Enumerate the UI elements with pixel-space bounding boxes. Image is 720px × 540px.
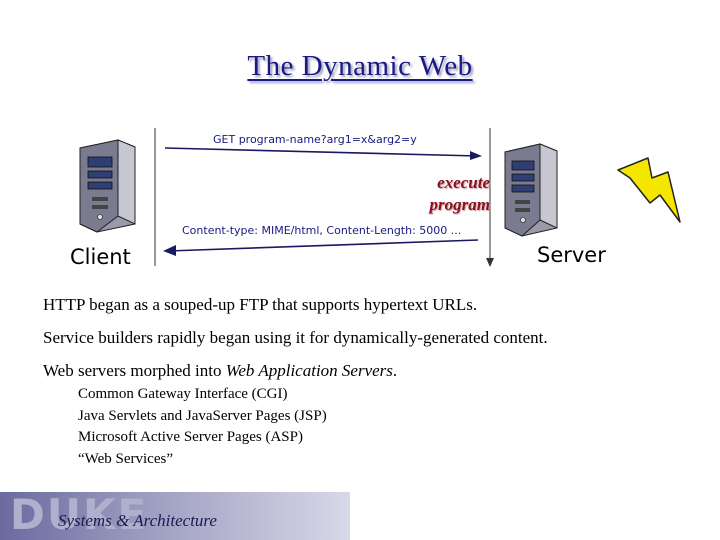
bullet-item: Web servers morphed into Web Application… bbox=[43, 360, 548, 382]
client-computer-icon bbox=[79, 139, 136, 233]
bullet-list: HTTP began as a souped-up FTP that suppo… bbox=[43, 294, 548, 393]
slide-title: The Dynamic Web bbox=[247, 50, 473, 82]
execute-program-label: execute program bbox=[412, 172, 490, 216]
sub-bullet-list: Common Gateway Interface (CGI) Java Serv… bbox=[78, 384, 327, 470]
duke-logo: DUKE bbox=[10, 490, 149, 539]
footer-caption: Systems & Architecture bbox=[58, 511, 217, 530]
request-label: GET program-name?arg1=x&arg2=y bbox=[213, 133, 417, 146]
request-arrow-line bbox=[164, 147, 479, 157]
bullet-emphasis: Web Application Servers bbox=[225, 361, 393, 380]
response-label: Content-type: MIME/html, Content-Length:… bbox=[182, 224, 462, 237]
bullet-text: . bbox=[392, 361, 398, 380]
sub-bullet-item: “Web Services” bbox=[78, 450, 173, 467]
footer-banner bbox=[0, 492, 350, 540]
response-arrowhead bbox=[163, 245, 176, 256]
program-line: program bbox=[429, 195, 490, 214]
bullet-text: Web servers morphed into bbox=[43, 361, 226, 380]
request-arrowhead bbox=[470, 151, 482, 160]
response-arrow-line bbox=[167, 239, 479, 252]
server-timeline-arrowhead bbox=[486, 258, 494, 267]
execute-line: execute bbox=[437, 173, 490, 192]
bullet-item: HTTP began as a souped-up FTP that suppo… bbox=[43, 295, 478, 314]
sub-bullet-item: Java Servlets and JavaServer Pages (JSP) bbox=[78, 407, 327, 424]
server-computer-icon bbox=[504, 143, 558, 237]
lightning-bolt-icon bbox=[617, 157, 681, 223]
client-label: Client bbox=[70, 245, 131, 269]
server-label: Server bbox=[537, 243, 606, 267]
bullet-item: Service builders rapidly began using it … bbox=[43, 328, 548, 347]
sub-bullet-item: Microsoft Active Server Pages (ASP) bbox=[78, 429, 303, 445]
sub-bullet-item: Common Gateway Interface (CGI) bbox=[78, 386, 288, 402]
